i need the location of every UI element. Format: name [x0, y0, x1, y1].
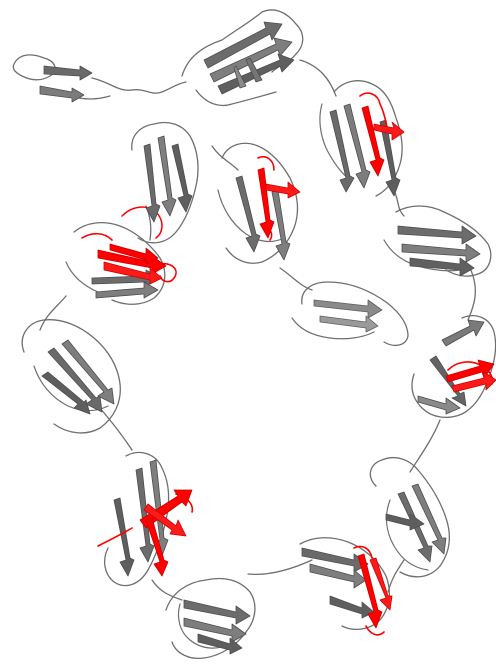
domain-center-highlighted: [218, 143, 300, 263]
domain-upper-right-highlighted: [320, 81, 404, 196]
domain-upper-left: [122, 123, 198, 243]
domain-right: [384, 206, 491, 276]
domain-n-terminal-tail: [13, 55, 92, 102]
domain-lower-left-highlighted: [98, 452, 192, 585]
domain-bottom-right-highlighted: [300, 538, 392, 635]
domain-center-lower: [292, 282, 408, 345]
domain-far-right-highlighted: [412, 316, 496, 418]
domain-top: [182, 10, 303, 106]
domain-left: [22, 320, 120, 433]
domain-bottom: [166, 579, 255, 659]
domain-lower-right: [370, 458, 449, 577]
